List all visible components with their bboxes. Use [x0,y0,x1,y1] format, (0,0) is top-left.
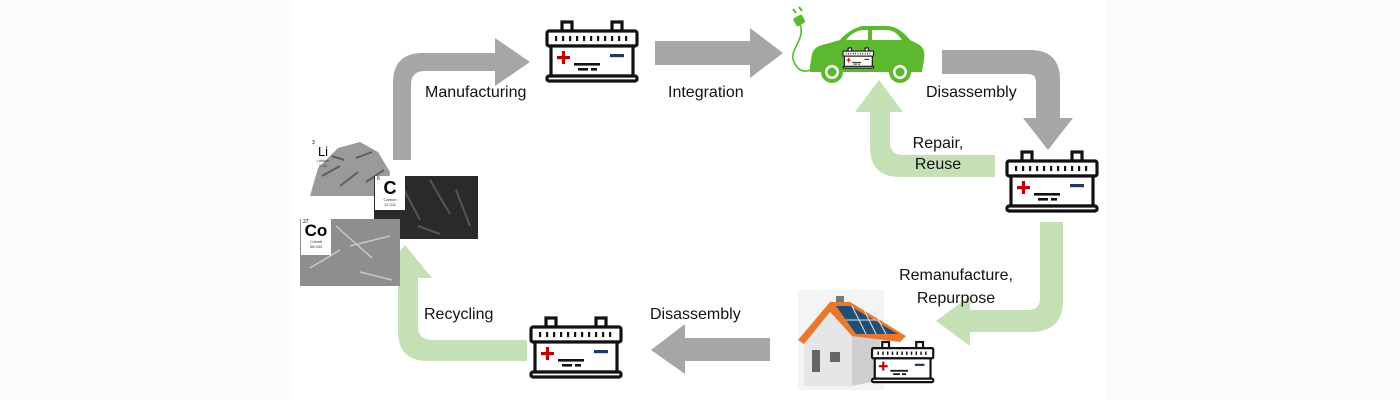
arrow-recycling [378,245,527,361]
arrow-disassembly-storage [651,324,770,374]
element-name: Lithium [316,158,330,163]
edge-label-reuse: Reuse [915,156,961,173]
edge-label-remanufacture: Remanufacture, [899,267,1013,284]
element-weight: 6.94 [319,163,327,168]
solar-house-icon [798,290,935,390]
arrow-disassembly-ev [942,50,1073,150]
battery-icon-end-of-life [529,316,623,379]
battery-icon-used [1005,150,1099,213]
arrow-repair-reuse [855,80,995,177]
element-tile-lithium: 3 Li Lithium 6.94 [310,140,336,176]
edge-label-repurpose: Repurpose [917,290,995,307]
element-tile-cobalt: 27 Co Cobalt 58.933 [301,219,331,255]
arrow-remanufacture-repurpose [936,222,1063,346]
arrow-integration [655,28,783,78]
element-name: Cobalt [310,239,322,244]
ev-car-icon [791,6,925,83]
edge-label-disassembly-storage: Disassembly [650,306,741,323]
element-weight: 58.933 [309,244,323,249]
element-symbol: Li [317,144,329,159]
element-number: 27 [303,219,309,225]
element-symbol: Co [304,221,328,240]
edge-label-manufacturing: Manufacturing [425,84,526,101]
edge-label-recycling: Recycling [424,306,493,323]
element-name: Carbon [383,197,397,202]
edge-label-integration: Integration [668,84,744,101]
battery-icon-new [545,20,639,83]
element-number: 6 [377,176,380,182]
element-number: 3 [312,140,315,146]
element-symbol: C [383,178,397,198]
arrow-manufacturing [393,38,530,160]
edge-label-disassembly-ev: Disassembly [926,84,1017,101]
edge-label-repair: Repair, [913,135,964,152]
element-weight: 12.011 [384,202,396,207]
element-tile-carbon: 6 C Carbon 12.011 [375,176,405,210]
